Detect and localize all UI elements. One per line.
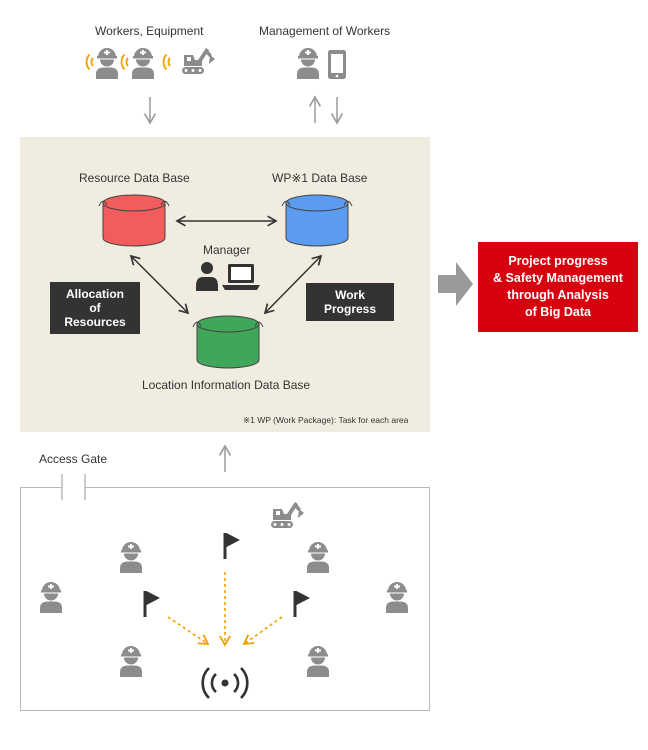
location-db-label: Location Information Data Base <box>142 378 311 392</box>
site-worker-icon <box>40 582 62 613</box>
signal-arrow <box>242 616 283 646</box>
site-worker-icon <box>307 542 329 573</box>
receiver-beacon-icon <box>201 667 249 699</box>
manager-worker-icon <box>297 48 319 79</box>
management-label: Management of Workers <box>259 24 391 38</box>
tagged-worker-icon <box>85 48 118 79</box>
access-gate-opening <box>62 474 85 500</box>
workers-equipment-label: Workers, Equipment <box>95 24 204 38</box>
site-excavator-icon <box>271 502 304 528</box>
manager-person-icon <box>196 262 218 291</box>
site-worker-icon <box>307 646 329 677</box>
laptop-icon <box>222 264 260 290</box>
area-flag-icon <box>223 533 240 559</box>
tagged-excavator-icon <box>162 48 215 74</box>
area-flag-icon <box>143 591 160 617</box>
resource-db-label: Resource Data Base <box>79 171 190 185</box>
site-worker-icon <box>386 582 408 613</box>
result-box: Project progress & Safety Management thr… <box>478 242 638 332</box>
signal-arrow <box>167 616 210 646</box>
tablet-icon <box>328 50 346 79</box>
construction-site-area <box>20 487 430 711</box>
result-arrow-icon <box>438 262 473 306</box>
resource-location-link-arrow <box>129 254 190 315</box>
site-worker-icon <box>120 542 142 573</box>
allocation-label: Allocation of Resources <box>50 282 140 334</box>
wp-footnote: ※1 WP (Work Package): Task for each area <box>243 415 409 425</box>
location-database-cylinder <box>192 315 264 369</box>
wp-location-link-arrow <box>263 254 323 315</box>
site-worker-icon <box>120 646 142 677</box>
tagged-worker-icon <box>120 48 154 79</box>
manager-label: Manager <box>203 243 251 257</box>
wp-db-label: WP※1 Data Base <box>272 171 368 185</box>
access-gate-label: Access Gate <box>39 452 108 466</box>
wp-database-cylinder <box>281 194 353 247</box>
area-flag-icon <box>293 591 310 617</box>
resource-database-cylinder <box>98 194 170 247</box>
